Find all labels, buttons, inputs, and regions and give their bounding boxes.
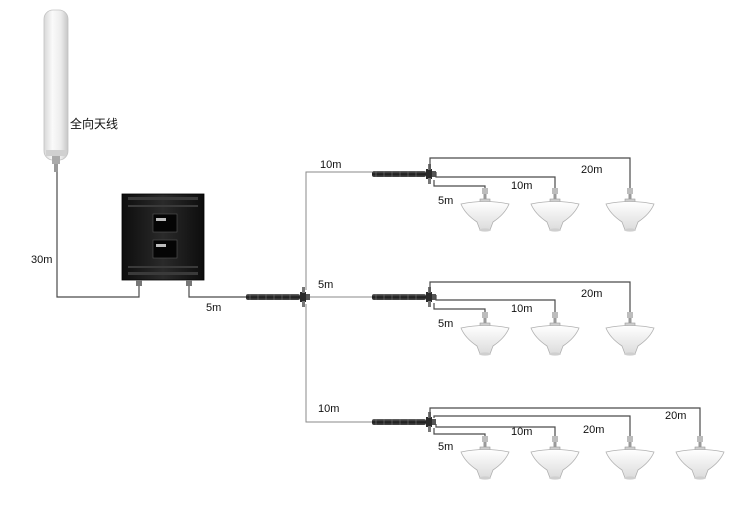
cable-row1-10m bbox=[436, 172, 555, 194]
cable-row3-20m-far bbox=[430, 408, 700, 442]
ceiling-antenna-icon bbox=[461, 188, 509, 232]
row-3: 5m 10m 20m 20m bbox=[372, 408, 724, 480]
ceiling-antenna-icon bbox=[606, 436, 654, 480]
row2-label-5m: 5m bbox=[438, 318, 453, 330]
row-1: 5m 10m 20m bbox=[372, 158, 654, 232]
row3-label-20m: 20m bbox=[583, 424, 604, 436]
branch-top bbox=[306, 172, 372, 290]
row3-label-5m: 5m bbox=[438, 441, 453, 453]
cable-label-top-10m: 10m bbox=[320, 159, 341, 171]
row1-label-20m: 20m bbox=[581, 164, 602, 176]
row1-label-5m: 5m bbox=[438, 195, 453, 207]
cable-row3-5m bbox=[434, 428, 485, 442]
ceiling-antenna-icon bbox=[676, 436, 724, 480]
signal-repeater-icon bbox=[122, 194, 204, 286]
power-splitter-icon bbox=[372, 164, 436, 184]
row2-label-10m: 10m bbox=[511, 303, 532, 315]
ceiling-antenna-icon bbox=[531, 312, 579, 356]
row3-label-20m-far: 20m bbox=[665, 410, 686, 422]
cable-row1-5m bbox=[434, 180, 485, 194]
ceiling-antenna-icon bbox=[606, 188, 654, 232]
cable-row2-10m bbox=[436, 295, 555, 318]
ceiling-antenna-icon bbox=[531, 436, 579, 480]
ceiling-antenna-icon bbox=[461, 436, 509, 480]
power-splitter-icon bbox=[372, 412, 436, 432]
cable-label-mid-5m: 5m bbox=[318, 279, 333, 291]
row1-label-10m: 10m bbox=[511, 180, 532, 192]
ceiling-antenna-icon bbox=[531, 188, 579, 232]
cable-repeater-splitter bbox=[189, 286, 246, 297]
cable-row2-5m bbox=[434, 303, 485, 318]
cable-row3-10m bbox=[436, 424, 555, 442]
row3-label-10m: 10m bbox=[511, 426, 532, 438]
power-splitter-icon bbox=[246, 287, 310, 307]
cable-label-repeater-5m: 5m bbox=[206, 302, 221, 314]
cable-label-bottom-10m: 10m bbox=[318, 403, 339, 415]
cable-label-30m: 30m bbox=[31, 254, 52, 266]
omni-antenna-icon bbox=[44, 10, 68, 172]
ceiling-antenna-icon bbox=[606, 312, 654, 356]
row-2: 5m 10m 20m bbox=[372, 282, 654, 356]
antenna-title: 全向天线 bbox=[70, 116, 118, 131]
power-splitter-icon bbox=[372, 287, 436, 307]
ceiling-antenna-icon bbox=[461, 312, 509, 356]
row2-label-20m: 20m bbox=[581, 288, 602, 300]
